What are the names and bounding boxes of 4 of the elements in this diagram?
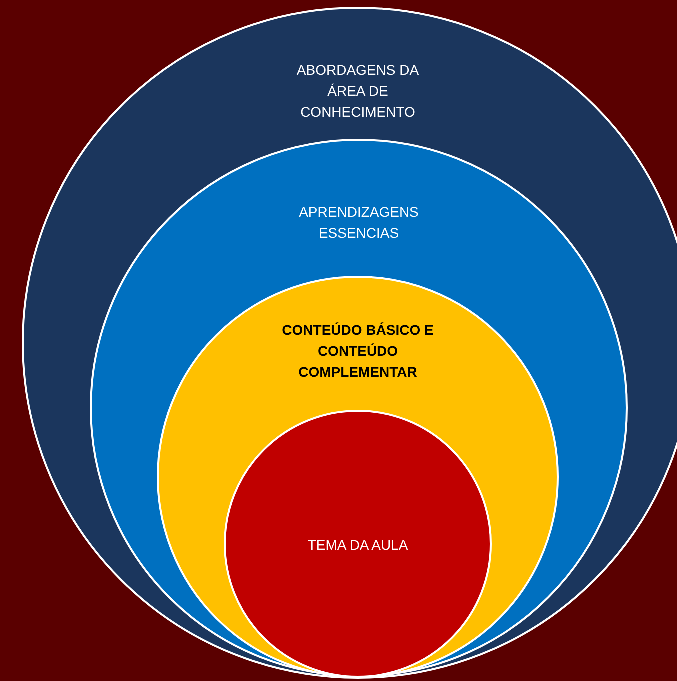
circle-label: TEMA DA AULA	[306, 536, 410, 555]
circle-label: APRENDIZAGENS ESSENCIAS	[298, 203, 420, 243]
circle-label: CONTEÚDO BÁSICO E CONTEÚDO COMPLEMENTAR	[281, 321, 435, 382]
circle-label: ABORDAGENS DA ÁREA DE CONHECIMENTO	[296, 61, 420, 122]
